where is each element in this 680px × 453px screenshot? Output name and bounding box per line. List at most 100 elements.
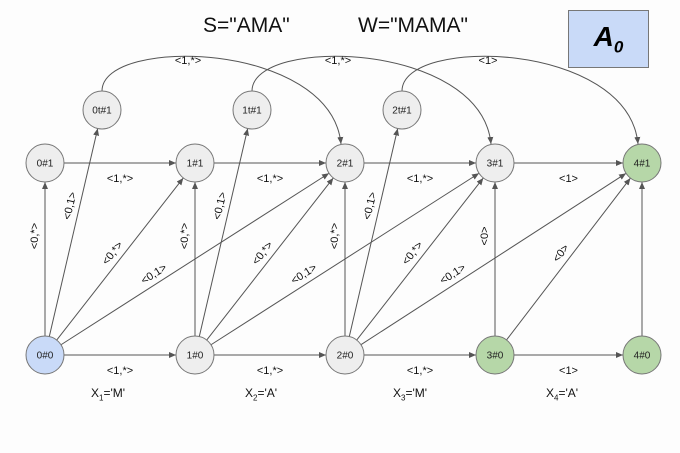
pattern-s-label: S="AMA" <box>203 14 290 37</box>
edge-label: <0,*> <box>29 223 41 249</box>
state-circle <box>25 335 65 375</box>
edge-label: <0,*> <box>329 223 341 249</box>
edge-0t#1-to-2#1: <1,*> <box>101 55 344 145</box>
state-label: 0t#1 <box>92 106 112 117</box>
state-circle <box>232 90 272 130</box>
edge-label: <1> <box>479 55 498 67</box>
state-node-3#1: 3#1 <box>475 143 515 183</box>
state-node-4#1: 4#1 <box>622 143 662 183</box>
state-label: 3#0 <box>487 351 504 362</box>
state-circle <box>82 90 122 130</box>
edge-0#1-to-1#1: <1,*> <box>64 160 176 185</box>
edge-label: <1,*> <box>407 365 433 377</box>
state-node-1t#1: 1t#1 <box>232 90 272 130</box>
state-node-2#1: 2#1 <box>325 143 365 183</box>
edge-label: <1,*> <box>407 173 433 185</box>
edge-curve <box>101 55 344 145</box>
state-label: 4#0 <box>634 351 651 362</box>
state-label: 2t#1 <box>392 106 412 117</box>
state-label: 0#1 <box>37 159 54 170</box>
edge-label: <1> <box>559 173 578 185</box>
state-label: 2#0 <box>337 351 354 362</box>
state-node-0#1: 0#1 <box>25 143 65 183</box>
edge-line <box>360 172 627 346</box>
edge-label: <0,1> <box>438 262 468 287</box>
edge-label: <0> <box>479 226 491 245</box>
edge-line <box>348 128 400 337</box>
state-circle <box>475 143 515 183</box>
state-circle <box>325 335 365 375</box>
automaton-name-box: A0 <box>568 10 649 68</box>
edge-label: <0,1> <box>361 191 379 221</box>
edge-0#0-to-0#1: <0,*> <box>29 182 48 336</box>
edge-label: <1,*> <box>175 55 201 67</box>
edge-1#1-to-2#1: <1,*> <box>214 160 326 185</box>
edge-3#0-to-4#1: <0> <box>506 177 631 341</box>
edge-1#0-to-2#0: <1,*> <box>214 352 326 377</box>
edge-line <box>506 177 631 341</box>
state-label: 2#1 <box>337 159 354 170</box>
edge-line <box>56 177 184 341</box>
state-label: 1#1 <box>187 159 204 170</box>
state-circle <box>175 143 215 183</box>
edge-label: <0> <box>551 242 572 264</box>
edge-label: <0,1> <box>289 262 319 287</box>
state-circle <box>25 143 65 183</box>
edge-label: <1,*> <box>325 55 351 67</box>
state-label: 1#0 <box>187 351 204 362</box>
edge-line <box>198 128 250 337</box>
edge-label: <1,*> <box>257 173 283 185</box>
edge-label: <1,*> <box>257 365 283 377</box>
edge-2t#1-to-4#1: <1> <box>401 55 641 145</box>
edge-2#1-to-3#1: <1,*> <box>364 160 476 185</box>
state-circle <box>175 335 215 375</box>
state-circle <box>325 143 365 183</box>
word-w-label: W="MAMA" <box>358 14 468 37</box>
state-circle <box>382 90 422 130</box>
edge-2#0-to-3#0: <1,*> <box>364 352 476 377</box>
edge-label: <0,*> <box>179 223 191 249</box>
edge-label: <0,1> <box>211 191 229 221</box>
state-circle <box>475 335 515 375</box>
edge-2#0-to-2#1: <0,*> <box>329 182 348 336</box>
input-symbol-2: X2='A' <box>245 386 278 403</box>
edge-3#0-to-3#1: <0> <box>479 182 498 336</box>
state-label: 1t#1 <box>242 106 262 117</box>
edge-label: <0,*> <box>100 239 126 267</box>
edge-line <box>48 128 100 337</box>
edge-curve <box>401 55 641 145</box>
input-symbol-3: X3='M' <box>393 386 428 403</box>
edge-line <box>210 172 480 346</box>
edge-line <box>60 172 330 346</box>
state-node-2#0: 2#0 <box>325 335 365 375</box>
edge-label: <0,*> <box>250 239 276 267</box>
edge-line <box>356 177 484 341</box>
input-symbol-1: X1='M' <box>91 386 126 403</box>
state-label: 3#1 <box>487 159 504 170</box>
state-node-3#0: 3#0 <box>475 335 515 375</box>
state-node-0t#1: 0t#1 <box>82 90 122 130</box>
state-label: 0#0 <box>37 351 54 362</box>
state-node-0#0: 0#0 <box>25 335 65 375</box>
input-symbol-4: X4='A' <box>546 386 579 403</box>
edge-3#1-to-4#1: <1> <box>514 160 623 185</box>
edge-label: <0,*> <box>400 239 426 267</box>
edge-line <box>206 177 334 341</box>
edge-1t#1-to-3#1: <1,*> <box>251 55 494 145</box>
state-circle <box>622 335 662 375</box>
state-node-1#1: 1#1 <box>175 143 215 183</box>
edge-label: <1,*> <box>107 173 133 185</box>
state-node-2t#1: 2t#1 <box>382 90 422 130</box>
edge-curve <box>251 55 494 145</box>
edge-label: <1,*> <box>107 365 133 377</box>
edge-3#0-to-4#0: <1> <box>514 352 623 377</box>
state-node-1#0: 1#0 <box>175 335 215 375</box>
automaton-name: A0 <box>593 20 624 57</box>
state-node-4#0: 4#0 <box>622 335 662 375</box>
state-label: 4#1 <box>634 159 651 170</box>
edge-1#0-to-1#1: <0,*> <box>179 182 198 336</box>
edge-label: <0,1> <box>61 191 79 221</box>
edge-label: <0,1> <box>139 262 169 287</box>
